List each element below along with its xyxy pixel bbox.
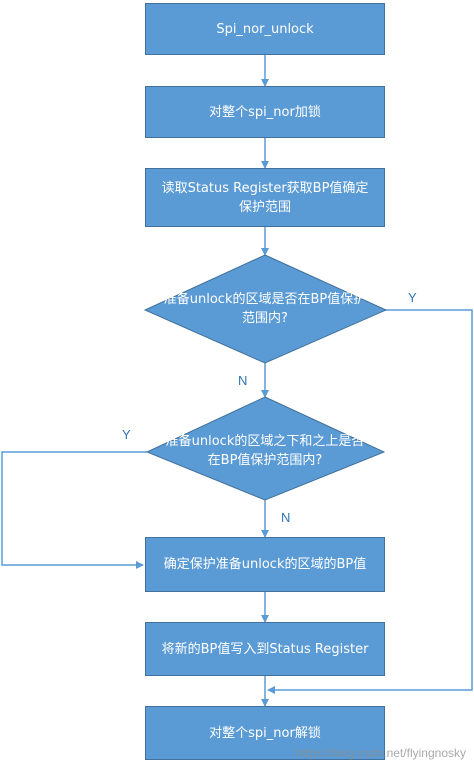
start-label: Spi_nor_unlock — [216, 21, 314, 37]
unlock-all-box: 对整个spi_nor解锁 — [145, 706, 385, 760]
decision1-label-line1: 准备unlock的区域是否在BP值保护 — [163, 292, 367, 307]
decision1-yes-label: Y — [408, 290, 417, 305]
decision1-diamond — [143, 254, 388, 364]
decision1-label-line2: 范围内? — [242, 311, 288, 326]
decision2-label-line1: 准备unlock的区域之下和之上是否 — [165, 434, 365, 449]
decision2-yes-label: Y — [122, 427, 131, 442]
watermark-url: https://blog.csdn.net/flyingnosky — [295, 746, 466, 760]
start-box: Spi_nor_unlock — [145, 3, 385, 55]
determine-bp-box: 确定保护准备unlock的区域的BP值 — [145, 537, 385, 592]
decision2-no-label: N — [281, 510, 291, 525]
determine-bp-label: 确定保护准备unlock的区域的BP值 — [163, 557, 367, 572]
unlock-all-label: 对整个spi_nor解锁 — [209, 725, 321, 741]
decision2-text: 准备unlock的区域之下和之上是否 在BP值保护范围内? — [150, 432, 380, 470]
arrow-decision2-yes — [1, 451, 147, 569]
decision1-no-label: N — [238, 373, 248, 388]
decision2-diamond — [145, 396, 386, 501]
arrow-decision1-yes — [267, 309, 473, 694]
read-status-label-line1: 读取Status Register获取BP值确定 — [161, 180, 369, 196]
lock-all-label: 对整个spi_nor加锁 — [209, 104, 321, 120]
decision1-text: 准备unlock的区域是否在BP值保护 范围内? — [150, 290, 380, 328]
write-bp-box: 将新的BP值写入到Status Register — [145, 622, 385, 676]
read-status-label-line2: 保护范围 — [238, 199, 291, 215]
read-status-box: 读取Status Register获取BP值确定 保护范围 — [145, 168, 385, 227]
write-bp-label: 将新的BP值写入到Status Register — [161, 641, 369, 657]
decision2-label-line2: 在BP值保护范围内? — [207, 453, 323, 468]
lock-all-box: 对整个spi_nor加锁 — [145, 86, 385, 138]
